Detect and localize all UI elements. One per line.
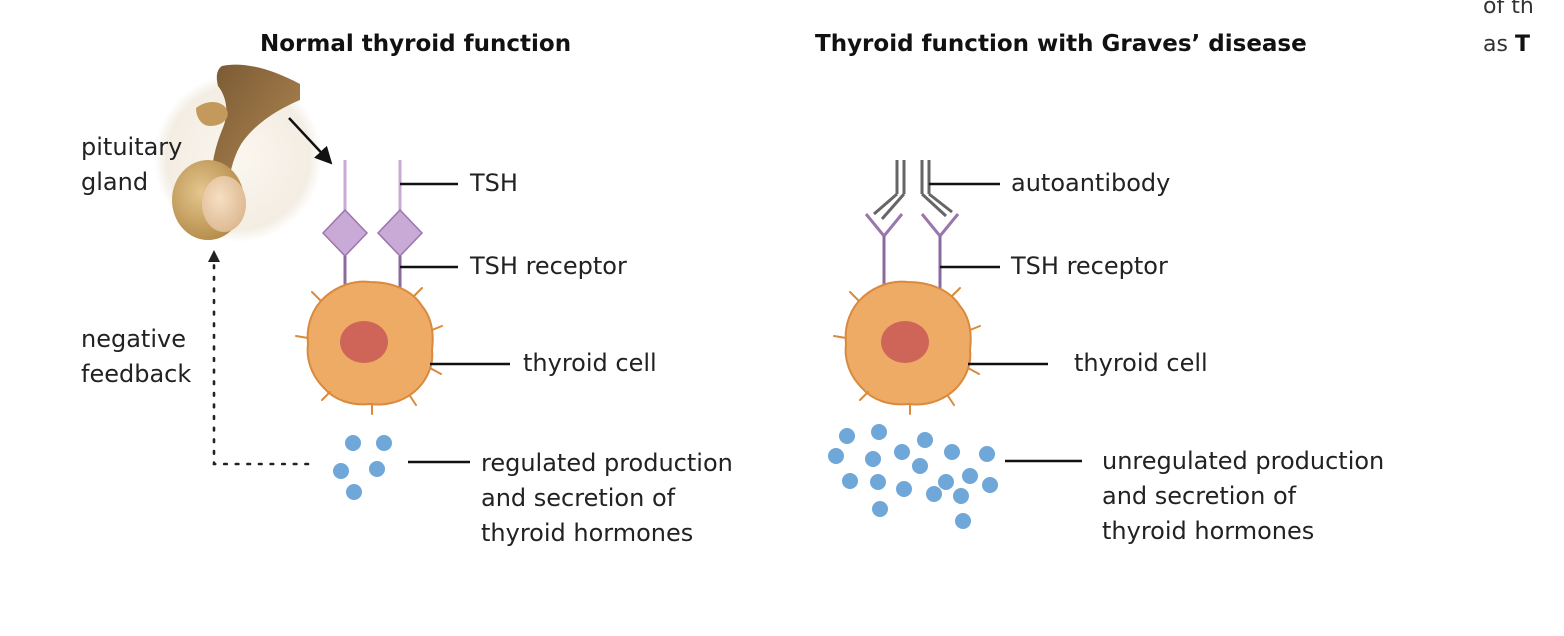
feedback-label-line: negative: [81, 325, 186, 353]
tsh-receptor-label-graves: TSH receptor: [1011, 252, 1168, 280]
hormone-dot: [872, 501, 888, 517]
hormones-label-line: thyroid hormones: [481, 519, 694, 547]
hormone-dot: [870, 474, 886, 490]
hormone-dot: [938, 474, 954, 490]
pituitary-label-line: gland: [81, 168, 149, 196]
arrow-icon: [288, 117, 333, 165]
hormone-dot: [865, 451, 881, 467]
hormone-dot: [982, 477, 998, 493]
regulated-hormones-label: regulated production and secretion of th…: [481, 446, 733, 551]
hormones-label-line: unregulated production: [1102, 447, 1385, 475]
hormones-unregulated: [828, 424, 998, 529]
clipped-text: of th: [1483, 0, 1534, 19]
hormone-dot: [828, 448, 844, 464]
hormones-label-line: thyroid hormones: [1102, 517, 1315, 545]
hormone-dot: [962, 468, 978, 484]
dotted-feedback-arrow: [208, 250, 310, 466]
pituitary-gland-label: pituitary gland: [81, 130, 182, 200]
unregulated-hormones-label: unregulated production and secretion of …: [1102, 444, 1384, 549]
hormone-dot: [955, 513, 971, 529]
pituitary-posterior-lobe: [202, 176, 246, 232]
leader-lines-graves: [929, 182, 1082, 463]
autoantibody-molecule: [920, 160, 953, 218]
thyroid-cell-nucleus: [340, 321, 388, 363]
hormone-dot: [912, 458, 928, 474]
clipped-page-text-line-1: of th: [1483, 0, 1534, 19]
thyroid-cell-label: thyroid cell: [523, 349, 657, 377]
hormone-dot: [346, 484, 362, 500]
autoantibodies: [873, 160, 953, 220]
pituitary-infundibulum: [196, 102, 228, 126]
tsh-receptor-diamond: [376, 208, 424, 258]
hormones-label-line: regulated production: [481, 449, 733, 477]
hormones-label-line: and secretion of: [1102, 482, 1297, 510]
negative-feedback-label: negative feedback: [81, 322, 191, 392]
clipped-text: as: [1483, 32, 1508, 57]
thyroid-cell-processes: [295, 287, 443, 415]
autoantibody-label: autoantibody: [1011, 169, 1171, 197]
graves-panel-title: Thyroid function with Graves’ disease: [815, 31, 1307, 57]
hormone-dot: [369, 461, 385, 477]
feedback-line: [212, 260, 310, 466]
thyroid-cell-label-graves: thyroid cell: [1074, 349, 1208, 377]
thyroid-cell-nucleus: [881, 321, 929, 363]
hormone-dot: [842, 473, 858, 489]
hormone-dot: [953, 488, 969, 504]
hormone-dot: [894, 444, 910, 460]
autoantibody-molecule: [873, 160, 906, 220]
hormone-dot: [926, 486, 942, 502]
hormone-dot: [979, 446, 995, 462]
pituitary-stalk: [211, 64, 300, 190]
hormone-dot: [345, 435, 361, 451]
clipped-bold-text: T: [1514, 32, 1530, 57]
tsh-receptor-diamond: [321, 208, 369, 258]
thyroid-cell-normal: [295, 280, 443, 415]
tsh-molecules: [343, 160, 402, 212]
tsh-receptor-y: [920, 213, 960, 239]
hormone-dot: [376, 435, 392, 451]
tsh-receptor-label: TSH receptor: [470, 252, 627, 280]
clipped-page-text-line-2: as T: [1483, 32, 1530, 57]
hormone-dot: [896, 481, 912, 497]
hormones-regulated: [333, 435, 392, 500]
hormone-dot: [839, 428, 855, 444]
tsh-receptors-normal: [321, 208, 424, 290]
hormone-dot: [333, 463, 349, 479]
thyroid-cell-processes: [833, 287, 981, 415]
pituitary-gland-illustration: [154, 64, 322, 242]
pituitary-label-line: pituitary: [81, 133, 183, 161]
thyroid-cell-graves: [833, 280, 981, 415]
normal-panel-title: Normal thyroid function: [260, 31, 572, 57]
tsh-label: TSH: [470, 169, 518, 197]
hormone-dot: [944, 444, 960, 460]
leader-lines-normal: [400, 182, 510, 464]
hormone-dot: [917, 432, 933, 448]
feedback-label-line: feedback: [81, 360, 192, 388]
feedback-arrowhead: [208, 250, 220, 262]
hormones-label-line: and secretion of: [481, 484, 676, 512]
hormone-dot: [871, 424, 887, 440]
tsh-receptors-graves: [864, 213, 960, 290]
